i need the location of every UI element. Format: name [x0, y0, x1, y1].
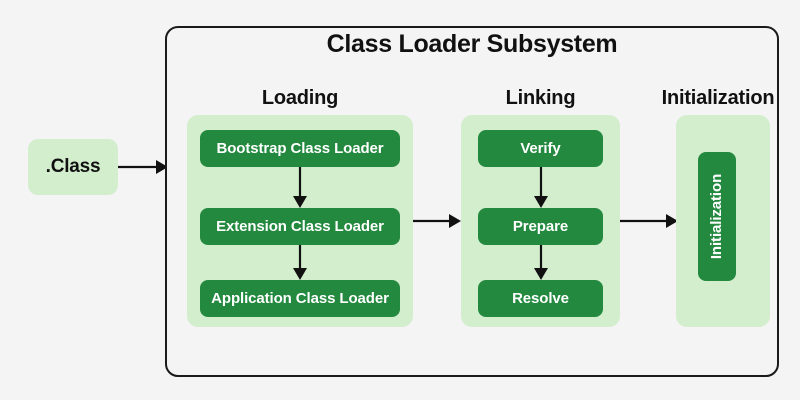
step-label: Initialization — [708, 173, 726, 260]
step-label: Extension Class Loader — [216, 218, 384, 235]
step-bootstrap-class-loader[interactable]: Bootstrap Class Loader — [200, 130, 400, 167]
phase-title-linking: Linking — [505, 87, 576, 109]
step-label: Prepare — [512, 218, 569, 235]
arrow-verify-to-prepare — [534, 167, 548, 208]
subsystem-title: Class Loader Subsystem — [326, 30, 618, 58]
arrow-extension-to-application — [293, 245, 307, 280]
step-extension-class-loader[interactable]: Extension Class Loader — [200, 208, 400, 245]
step-initialization[interactable]: Initialization — [698, 152, 736, 281]
arrow-prepare-to-resolve — [534, 245, 548, 280]
step-label: Verify — [520, 140, 561, 157]
step-application-class-loader[interactable]: Application Class Loader — [200, 280, 400, 317]
step-prepare[interactable]: Prepare — [478, 208, 603, 245]
step-label: Resolve — [512, 290, 569, 307]
phase-title-initialization: Initialization — [661, 87, 775, 109]
step-verify[interactable]: Verify — [478, 130, 603, 167]
step-resolve[interactable]: Resolve — [478, 280, 603, 317]
arrow-bootstrap-to-extension — [293, 167, 307, 208]
step-label: Application Class Loader — [211, 290, 389, 307]
step-label: Bootstrap Class Loader — [216, 140, 384, 157]
arrow-loading-to-linking — [413, 214, 461, 228]
arrow-linking-to-initialization — [620, 214, 678, 228]
class-file-label: .Class — [45, 156, 101, 177]
arrow-class-file-to-subsystem — [118, 160, 168, 174]
class-file-box: .Class — [28, 139, 118, 195]
phase-title-loading: Loading — [261, 87, 339, 109]
